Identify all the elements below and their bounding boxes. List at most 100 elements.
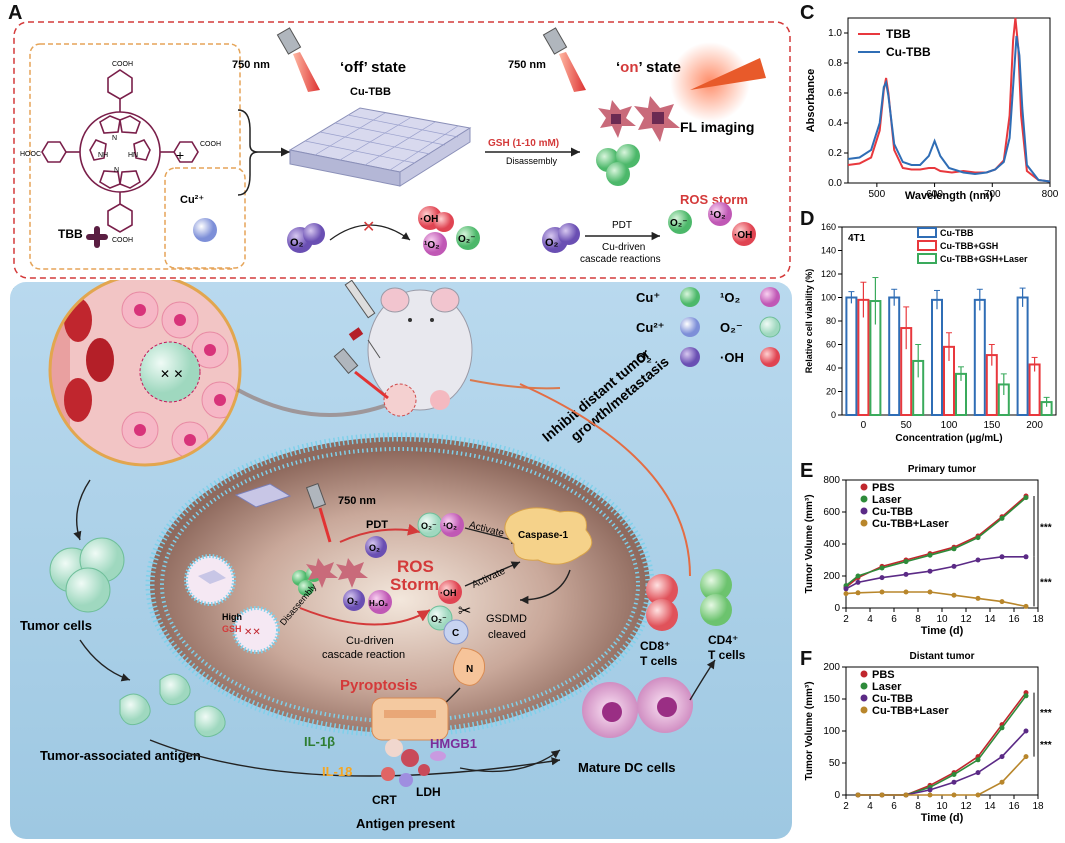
data-point [975, 535, 981, 541]
significance-label: *** [1040, 708, 1052, 719]
legend-cu-plus: Cu⁺ [636, 290, 660, 305]
bar-cu-tbb [845, 296, 858, 416]
cooh-left-label: HOOC [20, 151, 41, 158]
gsdmd-cleavage-icon: ✂ [443, 603, 486, 686]
x-tick-label: 12 [960, 614, 972, 625]
y-tick-label: 80 [826, 316, 836, 326]
panel-letter-d: D [800, 208, 815, 230]
data-point [999, 599, 1005, 605]
superoxide-icon-right [668, 210, 692, 234]
oxygen-icon-cell-1 [365, 536, 387, 558]
legend-marker [860, 495, 868, 503]
series-line-cu-tbb [858, 730, 1027, 796]
y-axis-label: Tumor Volume (mm³) [804, 681, 815, 780]
o2-cell-2: O₂ [347, 596, 358, 606]
data-point [975, 595, 981, 601]
x-tick-label: 100 [941, 420, 958, 431]
x-tick-label: 2 [843, 614, 849, 625]
singlet-oxygen-icon [423, 232, 447, 256]
t-cells-icon [646, 569, 732, 631]
cu-plus-icon [680, 287, 700, 307]
data-point [975, 792, 981, 798]
legend-label: Cu-TBB+GSH+Laser [940, 254, 1028, 264]
legend-label: Cu-TBB+GSH [940, 241, 998, 251]
data-point [879, 792, 885, 798]
legend-marker [860, 706, 868, 714]
superoxide-icon [759, 316, 781, 338]
nh-label-1: N [112, 135, 117, 142]
legend-singlet: ¹O₂ [720, 290, 740, 305]
data-point [1023, 754, 1029, 760]
caspase-1-icon [504, 507, 593, 565]
x-tick-label: 4 [867, 801, 873, 812]
x-tick-label: 14 [984, 614, 996, 625]
gsh-label: GSH (1-10 mM) [488, 138, 559, 149]
tumor-antigen-icon [119, 673, 226, 738]
hydroxyl-icon-right [732, 222, 756, 246]
x-tick-label: 600 [926, 189, 943, 200]
data-point [903, 559, 909, 565]
plus-sign: + [176, 147, 184, 163]
legend-swatch [917, 240, 937, 251]
legend-marker [860, 670, 868, 678]
hydroxyl-icon-cell [438, 580, 462, 604]
legend-marker [860, 694, 868, 702]
y-tick-label: 40 [826, 363, 836, 373]
laser-pointer-icon-cell [305, 482, 332, 543]
cd4-label: CD4⁺ [708, 633, 738, 647]
x-tick-label: 10 [936, 614, 948, 625]
y-tick-label: 0.0 [828, 178, 842, 189]
dendritic-cells-icon [582, 677, 693, 738]
cu-driven-cell-label: Cu-driven [346, 635, 394, 647]
legend-label: Laser [872, 681, 902, 693]
data-point [1023, 603, 1029, 609]
panel-letter-c: C [800, 2, 815, 24]
oxygen-icon-cell-2 [343, 589, 365, 611]
oxygen-icon [680, 347, 700, 367]
o2-label-right: O₂ [545, 237, 559, 249]
significance-label: *** [1040, 740, 1052, 751]
y-tick-label: 0.6 [828, 88, 842, 99]
cd4-t-cells-label: T cells [708, 648, 746, 662]
laser-pointer-icon-1 [276, 27, 320, 92]
legend-label: Cu-TBB [872, 693, 913, 705]
legend-label: TBB [886, 27, 911, 41]
data-point [879, 589, 885, 595]
data-point [855, 573, 861, 579]
y-tick-label: 50 [829, 758, 841, 769]
data-point [999, 779, 1005, 785]
legend-swatch [917, 253, 937, 264]
tbb-cross-icon [86, 226, 108, 248]
data-point [999, 725, 1005, 731]
bar-cu-tbb [931, 298, 943, 416]
data-point [951, 792, 957, 798]
cu-driven-label: Cu-driven [602, 242, 645, 253]
data-point [1023, 495, 1029, 501]
legend-marker [860, 483, 868, 491]
data-point [951, 772, 957, 778]
data-point [843, 591, 849, 597]
legend-superoxide: O₂⁻ [720, 320, 743, 335]
laser-pointer-icon [333, 348, 389, 400]
oh-label-right: ·OH [734, 230, 752, 241]
annotation-cell-line: 4T1 [848, 233, 866, 244]
cooh-right-label: COOH [200, 141, 221, 148]
y-tick-label: 0 [831, 410, 836, 420]
superoxide-cell-2: O₂⁻ [431, 614, 447, 624]
tumor-cells-icon [49, 537, 125, 613]
y-tick-label: 100 [823, 726, 840, 737]
fl-beam-icon [690, 58, 766, 90]
svg-text:✕✕: ✕✕ [244, 627, 261, 638]
y-axis-label: Tumor Volume (mm³) [804, 494, 815, 593]
plot-frame [847, 17, 1051, 184]
data-point [927, 787, 933, 793]
y-tick-label: 0.4 [828, 118, 842, 129]
panel-b-schematic: ✕ ✕ Cu⁺ ¹O₂ Cu²⁺ O₂⁻ O₂ ·OH Inhibit dis [10, 280, 792, 839]
y-tick-label: 150 [823, 694, 840, 705]
cu2-label: Cu²⁺ [180, 194, 204, 206]
on-state-label: ‘on’ state [616, 59, 681, 76]
data-point [951, 592, 957, 598]
y-tick-label: 160 [821, 222, 836, 232]
x-tick-label: 150 [983, 420, 1000, 431]
